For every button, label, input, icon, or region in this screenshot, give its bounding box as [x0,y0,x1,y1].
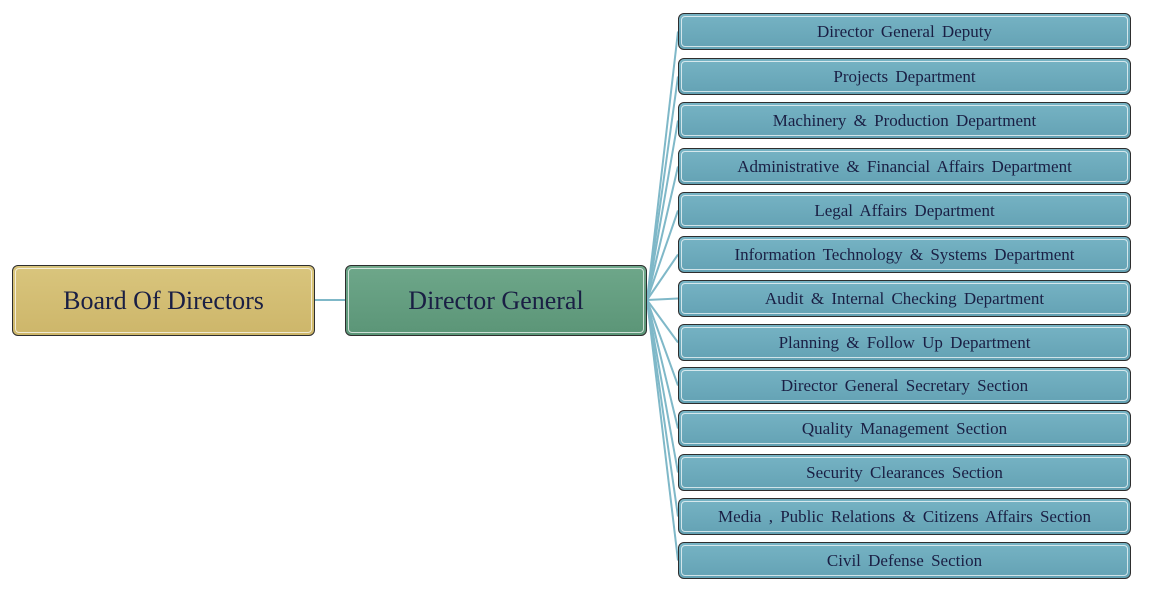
department-node: Administrative & Financial Affairs Depar… [678,148,1131,185]
director-to-department-connector [646,166,679,301]
department-label: Machinery & Production Department [772,110,1037,130]
department-node: Legal Affairs Department [678,192,1131,229]
director-to-department-connector [646,210,679,301]
director-to-department-connector [646,76,679,301]
department-node: Planning & Follow Up Department [678,324,1131,361]
department-node: Director General Deputy [678,13,1131,50]
department-node: Projects Department [678,58,1131,95]
director-general-label: Director General [408,285,584,315]
director-to-department-connector [646,299,679,429]
department-label: Civil Defense Section [826,550,983,570]
director-to-department-connector [646,299,679,386]
department-label: Audit & Internal Checking Department [764,288,1045,308]
director-general-node: Director General [345,265,647,336]
department-label: Legal Affairs Department [814,200,995,220]
director-to-department-connector [646,31,679,301]
department-label: Projects Department [833,66,976,86]
director-to-department-connector [646,120,679,301]
board-of-directors-node: Board Of Directors [12,265,315,336]
director-to-department-connector [646,297,679,301]
department-label: Quality Management Section [801,418,1008,438]
director-to-department-connector [646,299,679,561]
department-label: Security Clearances Section [806,462,1003,482]
department-node: Audit & Internal Checking Department [678,280,1131,317]
department-node: Machinery & Production Department [678,102,1131,139]
director-to-department-connector [646,253,679,301]
board-of-directors-label: Board Of Directors [63,285,264,315]
department-node: Director General Secretary Section [678,367,1131,404]
department-label: Information Technology & Systems Departm… [734,244,1075,264]
director-to-department-connector [646,299,679,473]
department-label: Director General Secretary Section [780,375,1029,395]
department-label: Administrative & Financial Affairs Depar… [737,156,1072,176]
department-node: Security Clearances Section [678,454,1131,491]
department-label: Planning & Follow Up Department [778,332,1031,352]
director-to-department-connector [646,299,679,344]
department-node: Quality Management Section [678,410,1131,447]
department-label: Director General Deputy [817,21,992,41]
department-node: Media , Public Relations & Citizens Affa… [678,498,1131,535]
department-label: Media , Public Relations & Citizens Affa… [718,506,1091,526]
department-node: Information Technology & Systems Departm… [678,236,1131,273]
department-node: Civil Defense Section [678,542,1131,579]
